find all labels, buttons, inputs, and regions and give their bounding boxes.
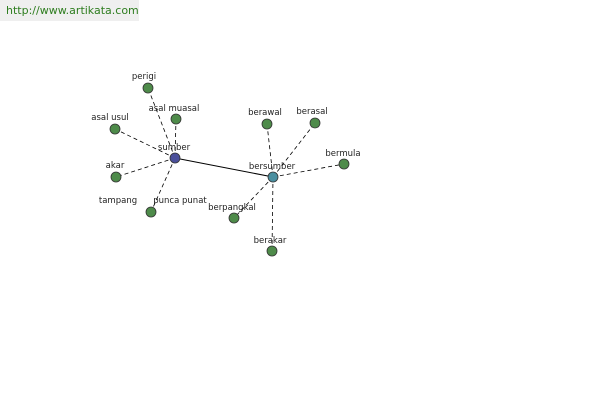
- node-asal-muasal[interactable]: [170, 113, 182, 125]
- hub-node-bersumber[interactable]: [267, 171, 279, 183]
- label-berawal: berawal: [248, 108, 282, 118]
- label-berasal: berasal: [296, 107, 327, 117]
- node-berawal[interactable]: [261, 118, 273, 130]
- node-berakar[interactable]: [266, 245, 278, 257]
- node-akar[interactable]: [110, 171, 122, 183]
- label-asal-usul: asal usul: [91, 113, 128, 123]
- label-akar: akar: [106, 161, 125, 171]
- edge-sumber-perigi: [147, 87, 176, 159]
- graph-labels: perigi asal muasal asal usul akar tampang pun…: [91, 72, 360, 246]
- label-asal-muasal: asal muasal: [149, 104, 200, 114]
- edge-bersumber-bermula: [272, 163, 345, 178]
- graph-nodes: [109, 82, 350, 257]
- hub-label-sumber: sumber: [158, 143, 191, 153]
- label-berakar: berakar: [254, 236, 287, 246]
- label-bermula: bermula: [325, 149, 360, 159]
- edge-bersumber-berawal: [266, 123, 274, 178]
- edge-bersumber-berpangkal: [233, 176, 274, 219]
- label-punca-punat: punca punat: [153, 196, 207, 206]
- site-url-banner[interactable]: http://www.artikata.com: [0, 0, 139, 21]
- edge-bersumber-berasal: [272, 122, 316, 178]
- label-perigi: perigi: [132, 72, 156, 82]
- hub-label-bersumber: bersumber: [249, 162, 296, 172]
- edge-sumber-bersumber: [174, 157, 274, 178]
- node-punca-punat[interactable]: [145, 206, 157, 218]
- edge-sumber-akar: [115, 157, 176, 178]
- node-berasal[interactable]: [309, 117, 321, 129]
- label-tampang: tampang: [99, 196, 137, 206]
- edge-bersumber-berakar: [271, 176, 274, 252]
- node-asal-usul[interactable]: [109, 123, 121, 135]
- edge-sumber-punca-punat: [150, 157, 176, 213]
- node-perigi[interactable]: [142, 82, 154, 94]
- node-bermula[interactable]: [338, 158, 350, 170]
- label-berpangkal: berpangkal: [208, 203, 256, 213]
- hub-node-sumber[interactable]: [169, 152, 181, 164]
- graph-edges: [114, 87, 345, 252]
- node-berpangkal[interactable]: [228, 212, 240, 224]
